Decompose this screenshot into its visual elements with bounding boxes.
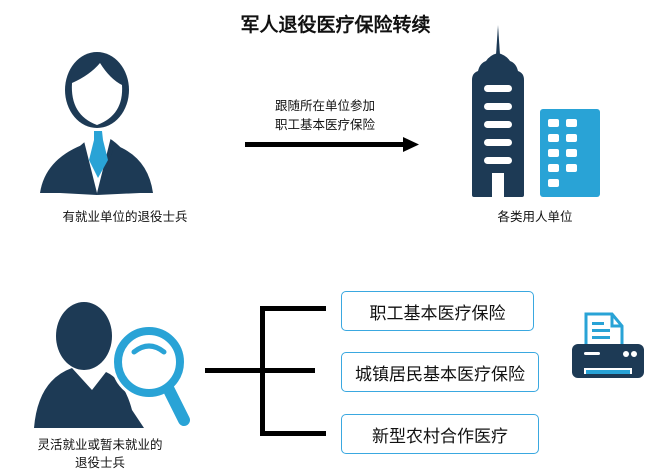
businessman-icon [40, 52, 153, 195]
flexible-veteran-label: 灵活就业或暂未就业的 退役士兵 [15, 436, 185, 472]
flexible-veteran-label-line: 灵活就业或暂未就业的 [37, 437, 163, 452]
arrow-caption-line: 跟随所在单位参加 [274, 98, 375, 113]
arrow-caption: 跟随所在单位参加 职工基本医疗保险 [255, 96, 395, 134]
option-resident-insurance: 城镇居民基本医疗保险 [341, 352, 539, 392]
option-rural-cooperative: 新型农村合作医疗 [341, 414, 539, 454]
employed-veteran-label: 有就业单位的退役士兵 [62, 209, 188, 224]
bracket-branch [260, 306, 326, 311]
diagram-title: 军人退役医疗保险转续 [240, 14, 431, 36]
employer-label: 各类用人单位 [497, 209, 573, 224]
bracket-spine [260, 306, 265, 436]
flexible-veteran-label-line: 退役士兵 [74, 455, 125, 470]
person-search-icon [34, 302, 190, 428]
printer-icon [572, 312, 644, 378]
arrow-caption-line: 职工基本医疗保险 [274, 117, 375, 132]
arrow-right-icon [245, 137, 419, 152]
bracket-branch [260, 431, 326, 436]
office-building-icon [472, 25, 600, 197]
option-employee-insurance: 职工基本医疗保险 [341, 291, 534, 331]
